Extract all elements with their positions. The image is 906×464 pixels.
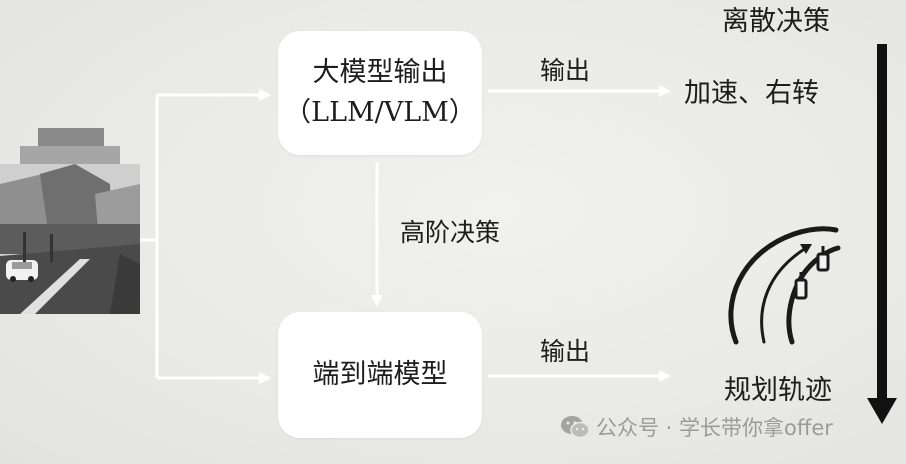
llm-output-box: 大模型输出 （LLM/VLM） — [278, 31, 482, 155]
result-discrete-actions: 加速、右转 — [684, 78, 819, 109]
road-scene-image — [0, 164, 140, 314]
e2e-model-box: 端到端模型 — [278, 312, 482, 438]
edge-label-high-level-decision: 高阶决策 — [400, 218, 501, 247]
watermark: 公众号 · 学长带你拿offer — [560, 412, 833, 442]
decision-axis-arrowhead — [867, 398, 897, 424]
e2e-box-title: 端到端模型 — [312, 359, 448, 390]
result-planned-trajectory: 规划轨迹 — [724, 375, 832, 406]
edge-label-top-output: 输出 — [540, 56, 591, 85]
watermark-text: 公众号 · 学长带你拿offer — [596, 416, 833, 440]
llm-box-title: 大模型输出 — [312, 57, 448, 88]
camera-frame-front — [0, 164, 140, 314]
axis-label-discrete-decision: 离散决策 — [722, 6, 830, 37]
road-trajectory-icon — [728, 226, 841, 345]
wechat-icon — [561, 416, 590, 439]
edge-label-bottom-output: 输出 — [540, 337, 591, 366]
llm-box-subtitle: （LLM/VLM） — [284, 97, 476, 128]
camera-image-stack — [0, 128, 140, 314]
